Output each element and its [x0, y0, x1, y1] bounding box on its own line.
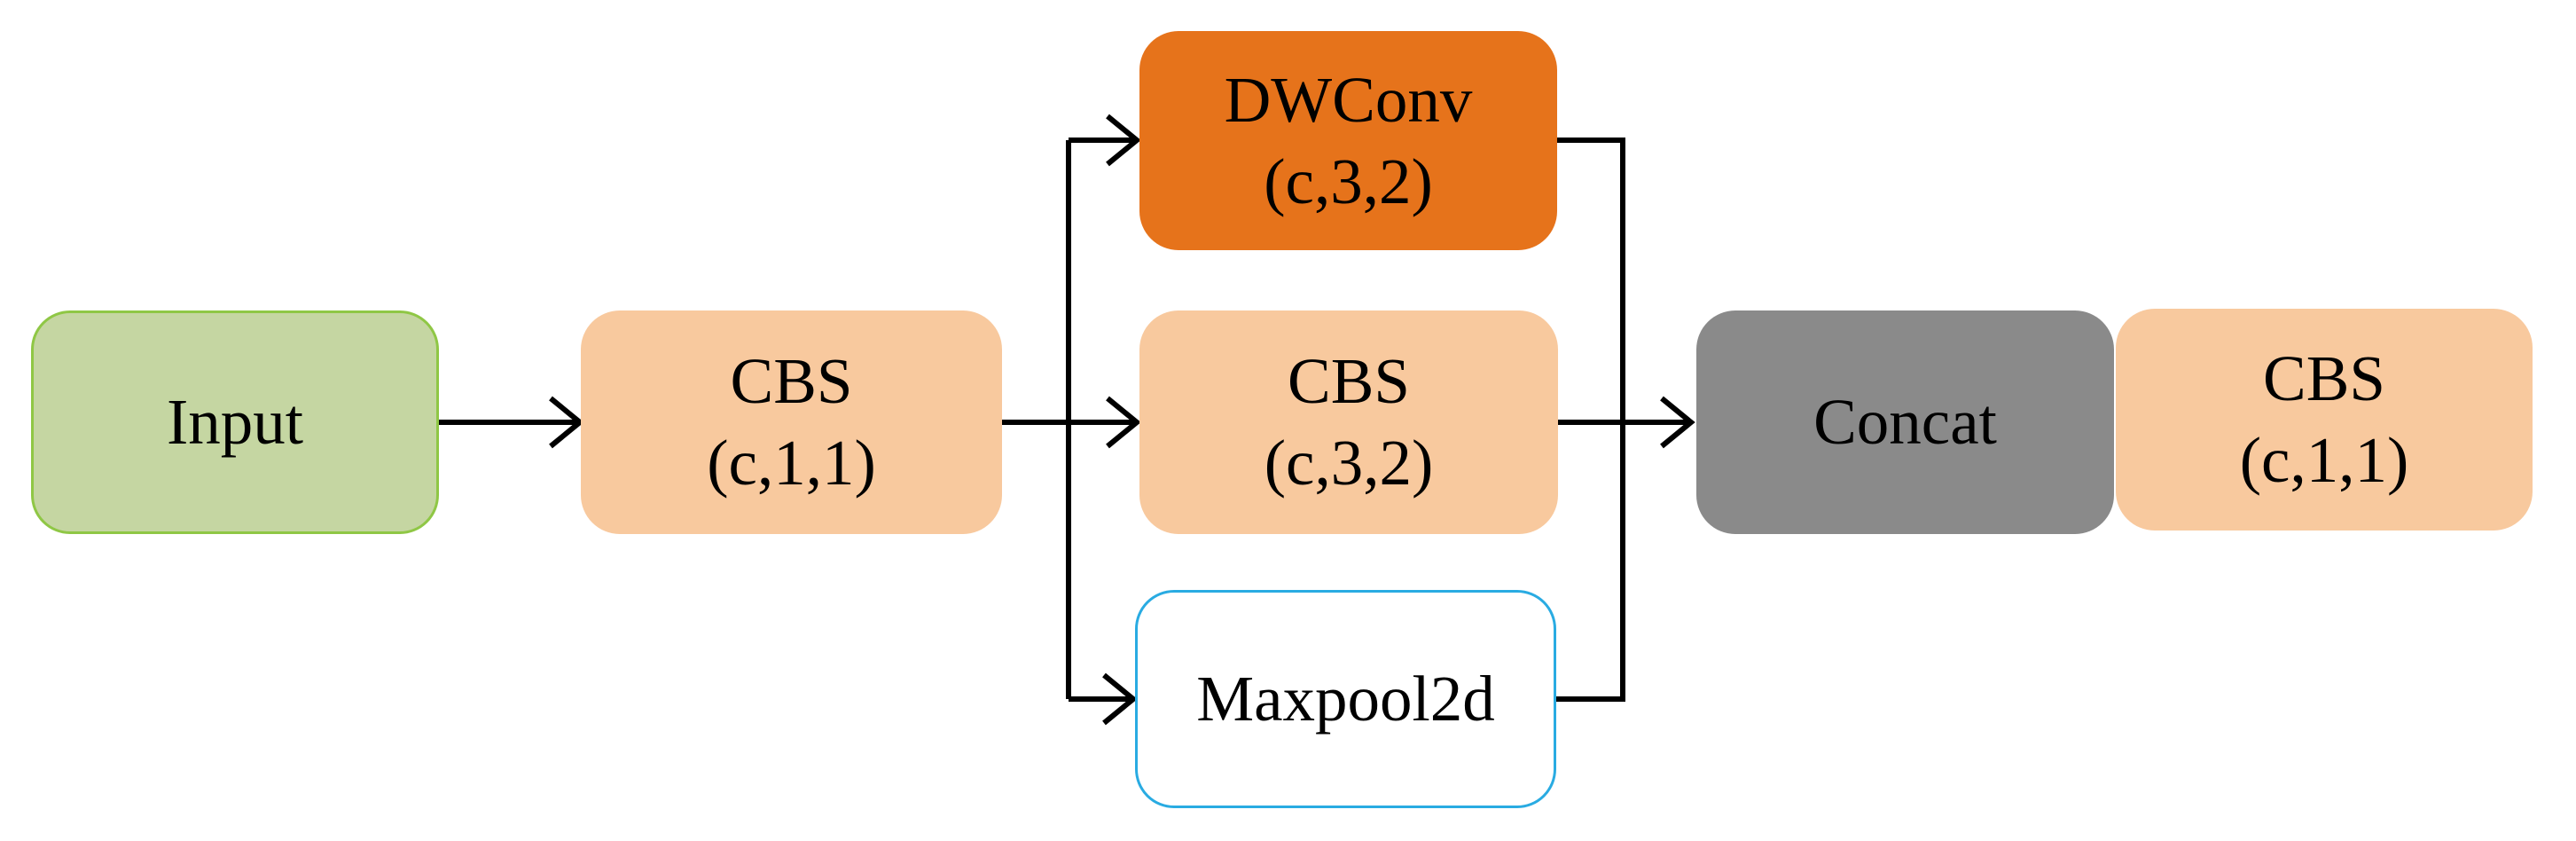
dwconv-node: DWConv (c,3,2)	[1139, 31, 1557, 250]
node-label: CBS	[2263, 342, 2385, 414]
arrowhead-maxpool	[1102, 672, 1138, 726]
node-label: Input	[166, 386, 304, 458]
node-label: DWConv	[1224, 63, 1473, 136]
node-params: (c,3,2)	[1264, 145, 1433, 217]
node-params: (c,3,2)	[1264, 427, 1434, 499]
concat-node: Concat	[1696, 310, 2114, 534]
node-params: (c,1,1)	[707, 427, 876, 499]
node-label: Concat	[1813, 386, 1997, 458]
arrowhead-dwconv	[1106, 114, 1141, 167]
arrowhead-concat	[1660, 396, 1695, 449]
cbs-c11-node: CBS (c,1,1)	[581, 310, 1002, 534]
arrowhead-cbs2	[1106, 396, 1141, 449]
cbs-c32-node: CBS (c,3,2)	[1139, 310, 1558, 534]
node-label: CBS	[730, 345, 853, 417]
cbs-c11-output-node: CBS (c,1,1)	[2116, 309, 2533, 531]
node-label: CBS	[1288, 345, 1410, 417]
arrowhead-cbs1	[549, 396, 584, 449]
maxpool2d-node: Maxpool2d	[1135, 590, 1556, 808]
input-node: Input	[31, 310, 439, 534]
node-params: (c,1,1)	[2239, 424, 2409, 496]
node-label: Maxpool2d	[1196, 663, 1495, 735]
